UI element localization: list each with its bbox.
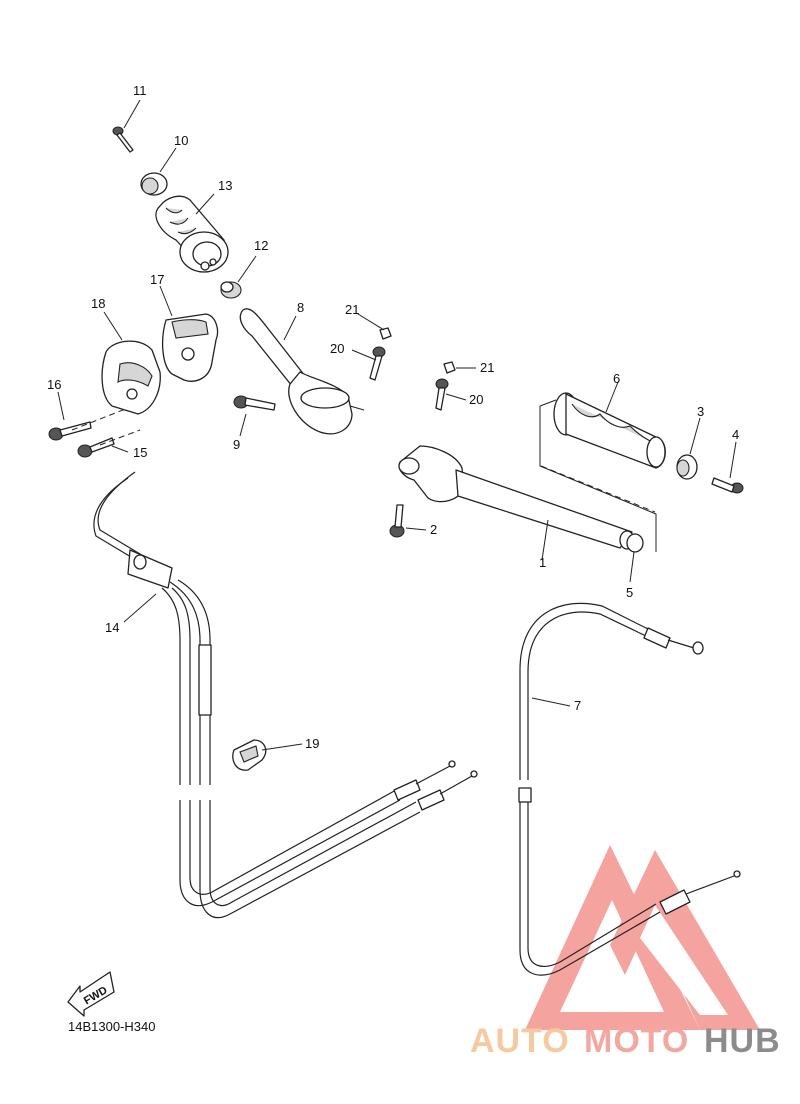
label-4: 4 — [732, 427, 739, 442]
bolt-20-right — [435, 378, 449, 411]
cable-7 — [518, 602, 741, 976]
watermark-text: AUTO MOTO HUB — [470, 1022, 781, 1060]
grip-end-5 — [626, 533, 644, 553]
bolt-20-upper — [369, 346, 386, 381]
switch-housing-18 — [101, 340, 161, 415]
label-10: 10 — [174, 133, 188, 148]
label-1: 1 — [539, 555, 546, 570]
bolt-9 — [233, 395, 276, 411]
label-9: 9 — [233, 437, 240, 452]
label-7: 7 — [574, 698, 581, 713]
label-15: 15 — [133, 445, 147, 460]
throttle-cable-14 — [93, 471, 478, 919]
label-6: 6 — [613, 371, 620, 386]
label-5: 5 — [626, 585, 633, 600]
grip-13 — [155, 195, 229, 273]
watermark-triangle-inner — [560, 900, 664, 1012]
watermark-triangle-right-inner — [640, 905, 728, 1015]
label-16: 16 — [47, 377, 61, 392]
grip-end-3 — [676, 454, 698, 480]
label-19: 19 — [305, 736, 319, 751]
watermark-word-moto: MOTO — [584, 1022, 689, 1060]
drawing-code: 14B1300-H340 — [68, 1019, 155, 1034]
grip-end-10 — [140, 172, 168, 196]
label-20-upper: 20 — [330, 341, 344, 356]
bolt-2 — [389, 504, 405, 538]
label-8: 8 — [297, 300, 304, 315]
bolt-15 — [77, 437, 115, 458]
label-14: 14 — [105, 620, 119, 635]
grip-6 — [553, 392, 666, 469]
label-17: 17 — [150, 272, 164, 287]
label-18: 18 — [91, 296, 105, 311]
nut-21-upper — [379, 327, 392, 340]
leader-lines — [57, 99, 737, 751]
label-3: 3 — [697, 404, 704, 419]
watermark-word-hub: HUB — [704, 1022, 781, 1060]
part-labels: 11 10 13 12 17 8 18 21 20 16 9 15 21 20 … — [47, 83, 739, 751]
left-grip-assembly — [48, 126, 392, 458]
label-11: 11 — [133, 83, 147, 98]
watermark-logo — [525, 845, 760, 1030]
fwd-arrow: FWD — [67, 971, 115, 1017]
watermark-triangle-right — [610, 850, 760, 1030]
watermark-word-auto: AUTO — [470, 1022, 570, 1060]
label-13: 13 — [218, 178, 232, 193]
label-21-upper: 21 — [345, 302, 359, 317]
bushing-12 — [220, 281, 242, 299]
label-20-right: 20 — [469, 392, 483, 407]
bolt-4 — [711, 477, 744, 494]
cable-clip-19 — [232, 739, 267, 771]
handlebar-8 — [239, 308, 365, 435]
bolt-11 — [112, 126, 134, 153]
right-grip-assembly — [389, 361, 744, 553]
nut-21-right — [443, 361, 456, 374]
label-12: 12 — [254, 238, 268, 253]
switch-housing-17 — [161, 313, 219, 382]
label-2: 2 — [430, 522, 437, 537]
label-21-right: 21 — [480, 360, 494, 375]
